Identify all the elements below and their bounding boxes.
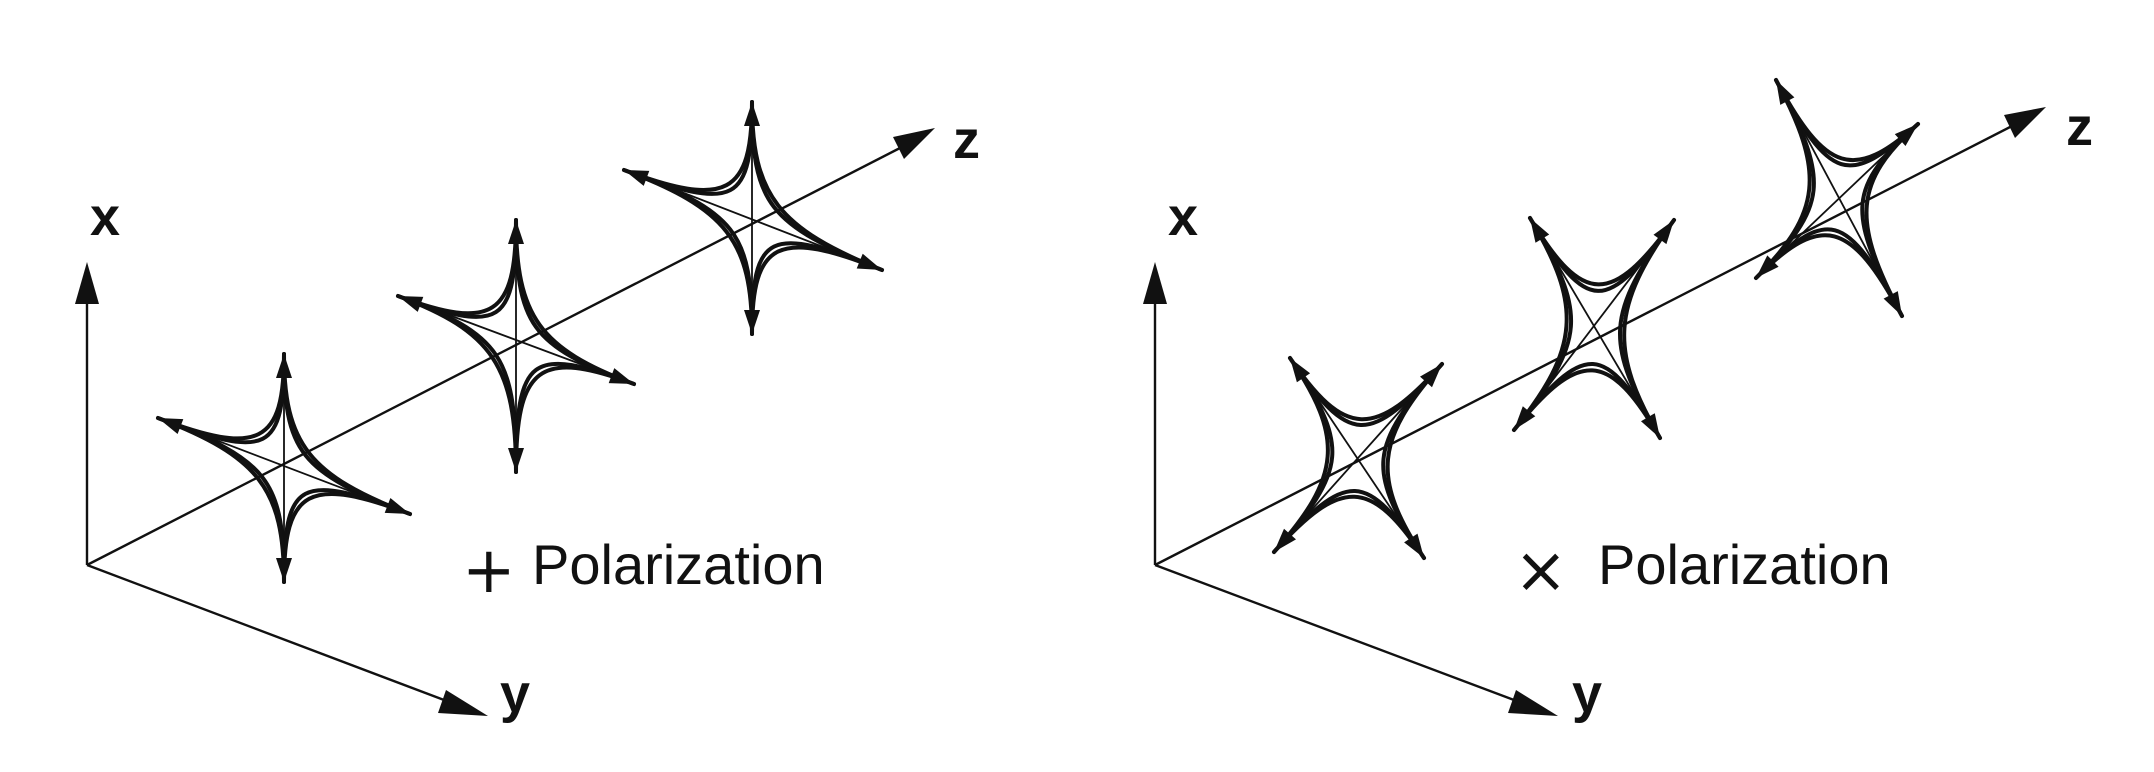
axis-x-plus xyxy=(75,262,99,565)
plus-star-1-arrowhead xyxy=(276,558,292,582)
cross-star-2-arrowhead xyxy=(1530,218,1550,243)
cross-star-1-arrowhead xyxy=(1274,528,1296,552)
plus-star-2-arrowhead xyxy=(508,448,524,472)
stars-cross-polarization xyxy=(1272,78,1920,560)
cross-star-1-diagonal xyxy=(1299,372,1415,544)
plus-polarization-label: Polarization xyxy=(532,533,825,596)
cross-star-3 xyxy=(1754,78,1920,318)
plus-star-1-diagonal xyxy=(176,424,392,508)
plus-star-2-arrowhead xyxy=(398,296,424,312)
plus-polarization-symbol: + xyxy=(462,534,516,608)
plus-star-2-diagonal xyxy=(415,301,617,379)
plus-star-3-arrowhead xyxy=(744,102,760,126)
axis-y-cross xyxy=(1154,563,1558,716)
plus-star-3-arrowhead xyxy=(856,253,882,270)
axis-label-y-cross: y xyxy=(1572,664,1602,724)
axis-y-plus xyxy=(86,563,488,716)
plus-star-3 xyxy=(622,100,884,336)
cross-star-3-arrowhead xyxy=(1883,291,1902,316)
panel-cross-polarization: x y z × Polarization xyxy=(1143,78,2093,724)
plus-star-1 xyxy=(156,352,412,584)
plus-star-3-outline xyxy=(622,100,884,336)
plus-star-3-arrowhead xyxy=(624,170,650,186)
stars-plus-polarization xyxy=(156,100,884,584)
cross-star-3-diagonal xyxy=(1767,134,1907,267)
axis-x-cross xyxy=(1143,262,1167,565)
cross-star-2-diagonal xyxy=(1539,234,1652,422)
cross-star-2-arrowhead xyxy=(1641,413,1660,438)
plus-star-1-arrowhead xyxy=(276,354,292,378)
cross-polarization-symbol: × xyxy=(1514,534,1568,608)
cross-star-1-arrowhead xyxy=(1404,533,1424,558)
plus-star-3-diagonal xyxy=(642,176,863,264)
plus-star-1-arrowhead xyxy=(384,498,410,514)
cross-star-3-diagonal xyxy=(1784,96,1894,299)
axis-label-z-plus: z xyxy=(953,110,980,170)
plus-star-2-arrowhead xyxy=(608,368,634,384)
plus-star-2-arrowhead xyxy=(508,220,524,244)
plus-star-3-arrowhead xyxy=(744,310,760,334)
cross-star-1-arrowhead xyxy=(1420,364,1442,388)
cross-polarization-label: Polarization xyxy=(1598,533,1891,596)
plus-star-2 xyxy=(396,218,636,474)
axis-label-z-cross: z xyxy=(2066,97,2093,157)
axis-label-y-plus: y xyxy=(500,664,530,724)
cross-star-2-arrowhead xyxy=(1653,220,1674,245)
axis-label-x-plus: x xyxy=(90,187,120,247)
cross-star-3-arrowhead xyxy=(1756,255,1779,278)
axis-label-x-cross: x xyxy=(1168,187,1198,247)
cross-star-1 xyxy=(1272,356,1444,560)
cross-star-3-outline xyxy=(1754,78,1920,318)
cross-star-3-arrowhead xyxy=(1894,124,1918,146)
plus-star-1-arrowhead xyxy=(158,418,184,434)
cross-star-2-arrowhead xyxy=(1514,406,1536,430)
cross-star-3-arrowhead xyxy=(1776,80,1795,105)
cross-star-3-outline xyxy=(1754,78,1920,318)
cross-star-1-arrowhead xyxy=(1290,358,1311,383)
panel-plus-polarization: x y z + Polarization xyxy=(75,100,980,724)
axis-z-plus xyxy=(86,128,935,567)
cross-star-2 xyxy=(1512,216,1676,440)
